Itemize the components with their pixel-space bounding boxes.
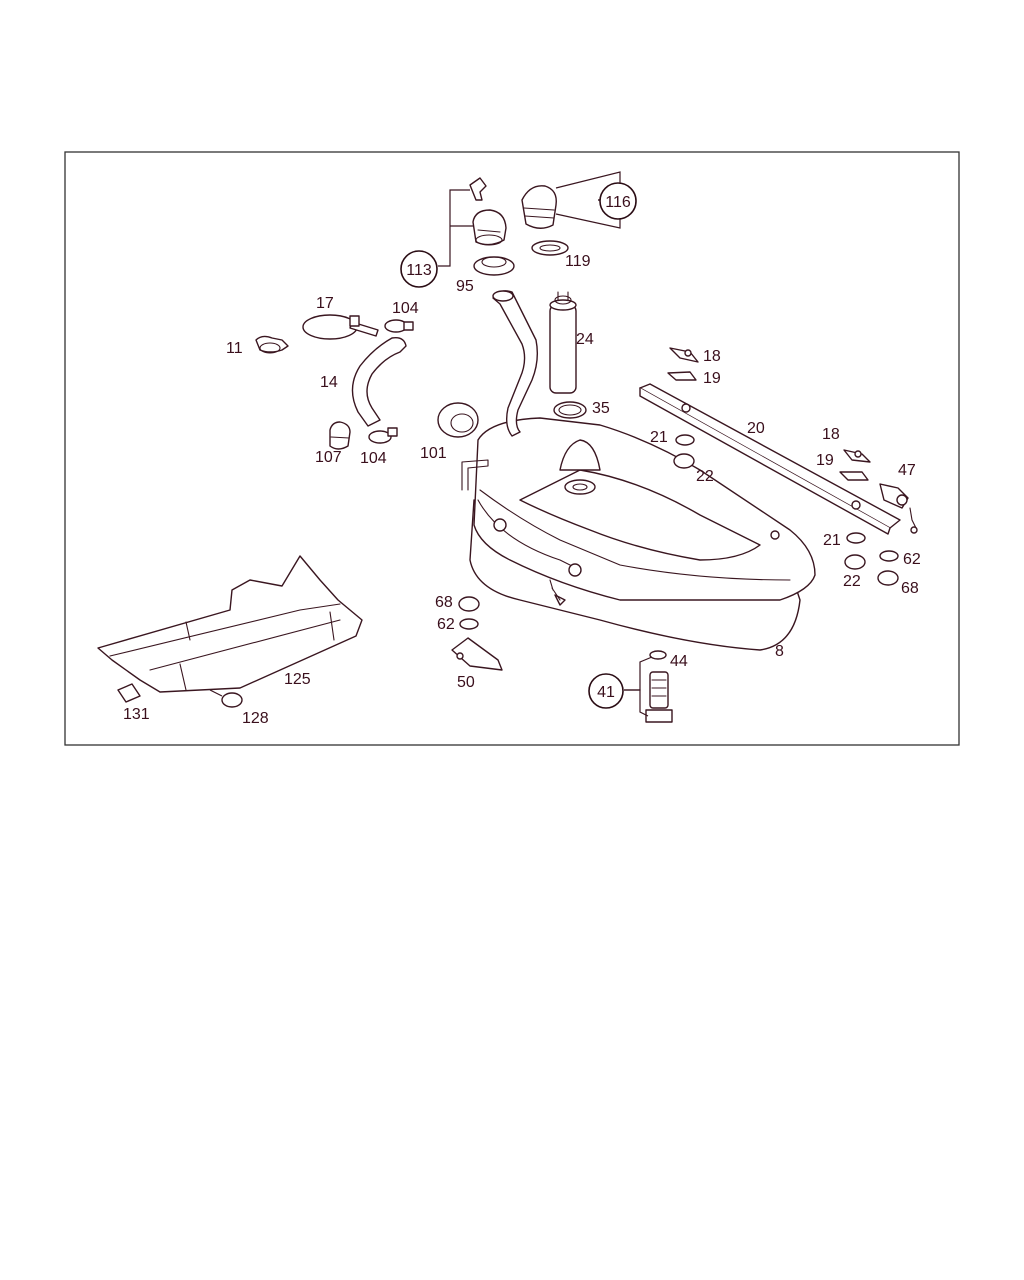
label-14: 14 bbox=[320, 374, 338, 391]
label-20: 20 bbox=[747, 420, 765, 437]
bracket-19b bbox=[839, 471, 869, 481]
label-104: 104 bbox=[392, 300, 419, 317]
diagram-border bbox=[64, 151, 960, 746]
label-17: 17 bbox=[316, 295, 334, 312]
grommet-101 bbox=[437, 402, 479, 438]
label-107: 107 bbox=[315, 449, 342, 466]
hose-clamp-104a bbox=[384, 319, 414, 333]
label-131: 131 bbox=[123, 706, 150, 723]
label-19: 19 bbox=[703, 370, 721, 387]
nut-68a bbox=[877, 570, 899, 586]
hose-clamp-11 bbox=[255, 335, 289, 354]
washer-21a bbox=[675, 434, 695, 446]
label-18: 18 bbox=[703, 348, 721, 365]
nut-128 bbox=[221, 692, 243, 708]
nut-22a bbox=[673, 453, 695, 469]
bracket-18b bbox=[843, 449, 871, 463]
gasket-119 bbox=[531, 240, 569, 256]
shield-125 bbox=[97, 555, 363, 693]
label-21: 21 bbox=[650, 429, 668, 446]
washer-62a bbox=[879, 550, 899, 562]
hose-clamp-17 bbox=[302, 314, 379, 340]
tank-strap-20 bbox=[639, 383, 901, 535]
bushing-131 bbox=[117, 683, 141, 703]
svg-text:113: 113 bbox=[406, 262, 432, 279]
washer-21b bbox=[846, 532, 866, 544]
label-68: 68 bbox=[901, 580, 919, 597]
label-22: 22 bbox=[696, 468, 714, 485]
label-8: 8 bbox=[775, 643, 784, 660]
bracket-19a bbox=[667, 371, 697, 381]
filter-41 bbox=[645, 671, 673, 723]
label-22: 22 bbox=[843, 573, 861, 590]
bracket-50 bbox=[451, 637, 503, 671]
part-labels: 17 104 11 14 107 104 95 119 24 35 101 18… bbox=[123, 253, 921, 727]
label-68: 68 bbox=[435, 594, 453, 611]
callout-116: 116 bbox=[599, 182, 637, 220]
label-18: 18 bbox=[822, 426, 840, 443]
label-128: 128 bbox=[242, 710, 269, 727]
label-21: 21 bbox=[823, 532, 841, 549]
filler-cap-113 bbox=[469, 177, 507, 246]
seal-95 bbox=[473, 256, 515, 276]
filler-pipe bbox=[492, 290, 539, 437]
label-11: 11 bbox=[226, 340, 243, 357]
label-44: 44 bbox=[670, 653, 688, 670]
label-24: 24 bbox=[576, 331, 594, 348]
bracket-47 bbox=[879, 483, 918, 534]
label-19: 19 bbox=[816, 452, 834, 469]
fuel-tank bbox=[461, 417, 816, 651]
sender-tube bbox=[549, 291, 577, 394]
callout-41: 41 bbox=[588, 673, 624, 709]
nut-22b bbox=[844, 554, 866, 570]
nut-68b bbox=[458, 596, 480, 612]
bracket-18a bbox=[669, 347, 699, 363]
label-62: 62 bbox=[903, 551, 921, 568]
callout-113: 113 bbox=[400, 250, 438, 288]
label-50: 50 bbox=[457, 674, 475, 691]
grommet-107 bbox=[329, 421, 351, 450]
label-104: 104 bbox=[360, 450, 387, 467]
label-62: 62 bbox=[437, 616, 455, 633]
svg-text:41: 41 bbox=[597, 684, 615, 701]
label-101: 101 bbox=[420, 445, 447, 462]
hose-clamp-104b bbox=[368, 427, 398, 444]
washer-44 bbox=[649, 650, 667, 660]
label-47: 47 bbox=[898, 462, 916, 479]
svg-text:116: 116 bbox=[605, 194, 631, 211]
label-95: 95 bbox=[456, 278, 474, 295]
label-119: 119 bbox=[565, 253, 591, 270]
cover-116 bbox=[521, 185, 557, 229]
label-125: 125 bbox=[284, 671, 311, 688]
hose-14 bbox=[351, 336, 407, 427]
washer-62b bbox=[459, 618, 479, 630]
label-35: 35 bbox=[592, 400, 610, 417]
